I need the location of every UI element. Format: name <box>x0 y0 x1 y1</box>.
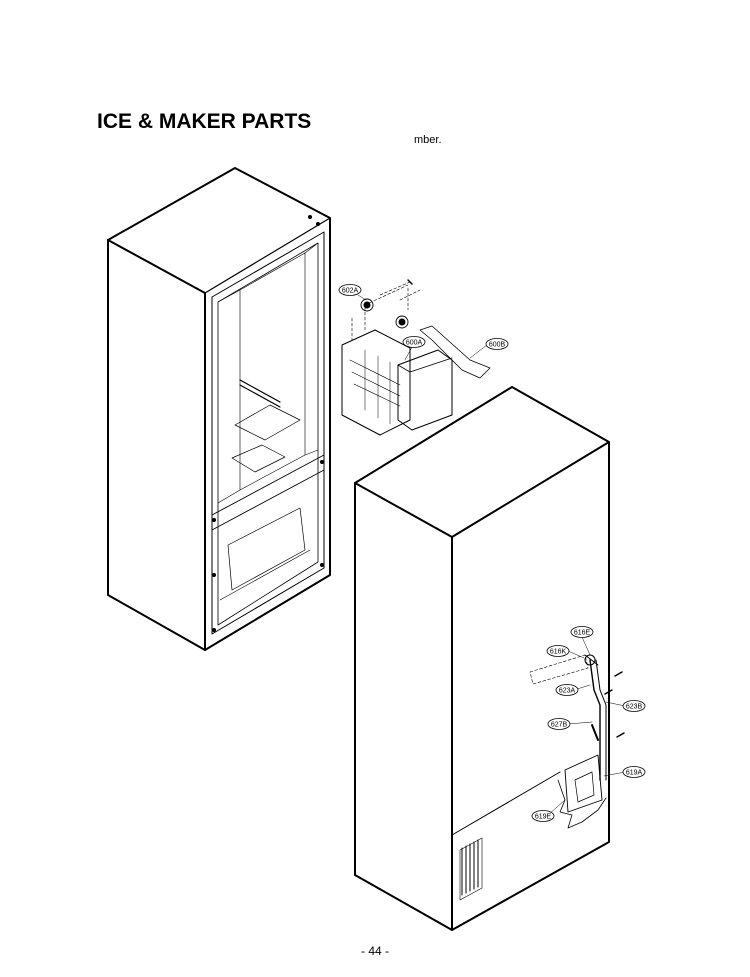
cabinet-rear-view <box>354 386 625 931</box>
callout-619E: 619E <box>531 810 555 822</box>
page-number: - 44 - <box>360 944 389 958</box>
callout-627B: 627B <box>547 718 571 730</box>
callout-616K: 616K <box>546 645 570 657</box>
callout-623A: 623A <box>555 684 579 696</box>
callout-602A: 602A <box>338 284 362 296</box>
callout-600A: 600A <box>402 336 426 348</box>
callout-label: 616K <box>550 649 567 656</box>
callout-600B: 600B <box>485 338 509 350</box>
callout-616E: 616E <box>570 626 594 638</box>
callout-label: 623B <box>626 704 643 711</box>
callout-label: 619A <box>626 770 643 777</box>
ice-maker-assembly <box>341 279 491 436</box>
callout-label: 619E <box>535 814 552 821</box>
cabinet-front-view <box>107 167 331 651</box>
callout-label: 602A <box>342 288 359 295</box>
callout-label: 600B <box>489 342 506 349</box>
callout-label: 623A <box>559 688 576 695</box>
page-title: ICE & MAKER PARTS <box>97 110 312 133</box>
callout-label: 616E <box>574 630 591 637</box>
callout-label: 627B <box>551 722 568 729</box>
callout-label: 600A <box>406 340 423 347</box>
callout-619A: 619A <box>622 766 646 778</box>
callout-623B: 623B <box>622 700 646 712</box>
note-fragment: mber. <box>414 134 442 146</box>
